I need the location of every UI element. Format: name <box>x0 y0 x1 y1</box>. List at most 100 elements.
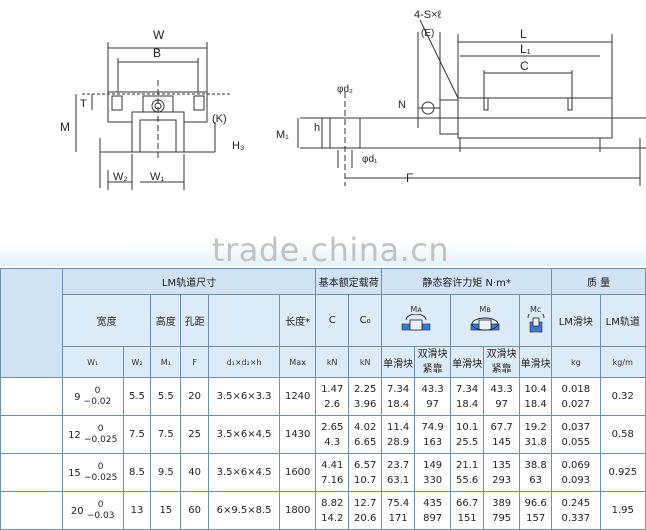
mb-double-cell: 43.3 97 <box>483 377 521 416</box>
header-static-moment: 静态容许力矩 N·m* <box>381 268 553 295</box>
header-lm-rail: LM轨道 <box>599 294 646 347</box>
label-C: C <box>520 59 529 73</box>
rail-mass-cell: 0.58 <box>599 415 646 454</box>
header-lm-dims: LM轨道尺寸 <box>61 268 317 295</box>
table-row: 15 0−0.025 8.5 9.5 40 3.5×6×4.5 1600 4.4… <box>0 453 646 492</box>
label-d1: φd₁ <box>362 154 378 165</box>
label-B: B <box>153 46 161 60</box>
ma-double-cell: 43.3 97 <box>414 377 452 416</box>
header-kgm: kg/m <box>599 346 646 378</box>
header-mb-single: 单滑块 <box>450 346 485 378</box>
header-MB: Mʙ <box>450 294 521 347</box>
ma-single-cell: 75.4 171 <box>381 491 416 530</box>
header-mass: 质 量 <box>551 268 646 295</box>
m1-cell: 5.5 <box>150 377 182 416</box>
ma-single-cell: 23.7 63.1 <box>381 453 416 492</box>
ma-double-cell: 435 897 <box>414 491 452 530</box>
header-mc-single: 单滑块 <box>519 346 553 378</box>
mb-single-cell: 21.1 55.6 <box>450 453 485 492</box>
spec-table: LM轨道尺寸 基本额定载荷 静态容许力矩 N·m* 质 量 宽度 高度 孔距 长… <box>0 268 646 530</box>
label-L1: L₁ <box>520 42 531 56</box>
label-T: T <box>80 98 87 110</box>
header-width: 宽度 <box>61 294 152 347</box>
w1-cell: 9 0−0.02 <box>61 377 124 416</box>
header-C0: C₀ <box>348 294 383 347</box>
rail-mass-cell: 0.925 <box>599 453 646 492</box>
table-row: 20 0−0.03 13 15 60 6×9.5×8.5 1800 8.82 1… <box>0 491 646 530</box>
label-W: W <box>153 28 165 42</box>
mc-cell: 96.6 157 <box>519 491 553 530</box>
label-d2: φd₂ <box>337 84 353 95</box>
watermark: trade.china.cn <box>212 231 450 269</box>
mb-double-cell: 135 293 <box>483 453 521 492</box>
ma-double-cell: 74.9 163 <box>414 415 452 454</box>
label-M: M <box>60 120 70 134</box>
table-row: 12 0−0.025 7.5 7.5 25 3.5×6×4.5 1430 2.6… <box>0 415 646 454</box>
header-height: 高度 <box>150 294 182 347</box>
c0-cell: 12.7 20.6 <box>348 491 383 530</box>
block-mass-cell: 0.245 0.337 <box>551 491 601 530</box>
header-MC: Mᴄ <box>519 294 553 347</box>
m1-cell: 9.5 <box>150 453 182 492</box>
block-mass-cell: 0.018 0.027 <box>551 377 601 416</box>
max-cell: 1240 <box>279 377 317 416</box>
m1-cell: 7.5 <box>150 415 182 454</box>
c-cell: 4.41 7.16 <box>315 453 350 492</box>
w1-cell: 20 0−0.03 <box>61 491 124 530</box>
label-N: N <box>398 99 406 111</box>
mc-cell: 19.2 31.8 <box>519 415 553 454</box>
label-W2: W₂ <box>113 171 128 183</box>
m1-cell: 15 <box>150 491 182 530</box>
block-mass-cell: 0.069 0.093 <box>551 453 601 492</box>
f-cell: 20 <box>180 377 210 416</box>
max-cell: 1600 <box>279 453 317 492</box>
label-L: L <box>520 27 527 41</box>
f-cell: 40 <box>180 453 210 492</box>
block-mass-cell: 0.037 0.055 <box>551 415 601 454</box>
label-K: (K) <box>212 113 227 125</box>
header-band <box>0 242 646 266</box>
label-M1: M₁ <box>276 129 289 141</box>
label-W1: W₁ <box>150 171 164 183</box>
header-kN: kN <box>315 346 350 378</box>
table-row: 9 0−0.02 5.5 5.5 20 3.5×6×3.3 1240 1.47 … <box>0 377 646 416</box>
mb-single-cell: 66.7 151 <box>450 491 485 530</box>
label-h: h <box>314 122 320 134</box>
mc-cell: 10.4 18.4 <box>519 377 553 416</box>
header-ma-double: 双滑块紧靠 <box>414 346 452 378</box>
c0-cell: 2.25 3.96 <box>348 377 383 416</box>
c0-cell: 6.57 10.7 <box>348 453 383 492</box>
rail-mass-cell: 0.32 <box>599 377 646 416</box>
rail-mass-cell: 1.95 <box>599 491 646 530</box>
c-cell: 1.47 2.6 <box>315 377 350 416</box>
header-M1: M₁ <box>150 346 182 378</box>
label-H3: H₃ <box>232 140 244 152</box>
header-basic-load: 基本额定载荷 <box>315 268 383 295</box>
w1-cell: 12 0−0.025 <box>61 415 124 454</box>
header-d-spec: d₁×d₂×h <box>208 346 281 378</box>
header-F: F <box>180 346 210 378</box>
label-bolt: 4-S×ℓ <box>414 9 442 21</box>
mb-single-cell: 7.34 18.4 <box>450 377 485 416</box>
mb-double-cell: 389 795 <box>483 491 521 530</box>
header-length: 长度* <box>279 294 317 347</box>
mb-double-cell: 67.7 145 <box>483 415 521 454</box>
d-cell: 3.5×6×4.5 <box>208 415 281 454</box>
label-E: (E) <box>421 28 434 39</box>
header-C: C <box>315 294 350 347</box>
ma-double-cell: 149 330 <box>414 453 452 492</box>
header-hole-pitch: 孔距 <box>180 294 210 347</box>
f-cell: 60 <box>180 491 210 530</box>
header-kN2: kN <box>348 346 383 378</box>
header-MA: Mᴀ <box>381 294 452 347</box>
c0-cell: 4.02 6.65 <box>348 415 383 454</box>
mc-moment-icon <box>527 309 545 332</box>
label-F: F <box>406 171 413 185</box>
d-cell: 3.5×6×3.3 <box>208 377 281 416</box>
w2-cell: 7.5 <box>122 415 152 454</box>
ma-moment-icon <box>401 313 431 330</box>
max-cell: 1800 <box>279 491 317 530</box>
header-kg: kg <box>551 346 601 378</box>
d-cell: 6×9.5×8.5 <box>208 491 281 530</box>
max-cell: 1430 <box>279 415 317 454</box>
